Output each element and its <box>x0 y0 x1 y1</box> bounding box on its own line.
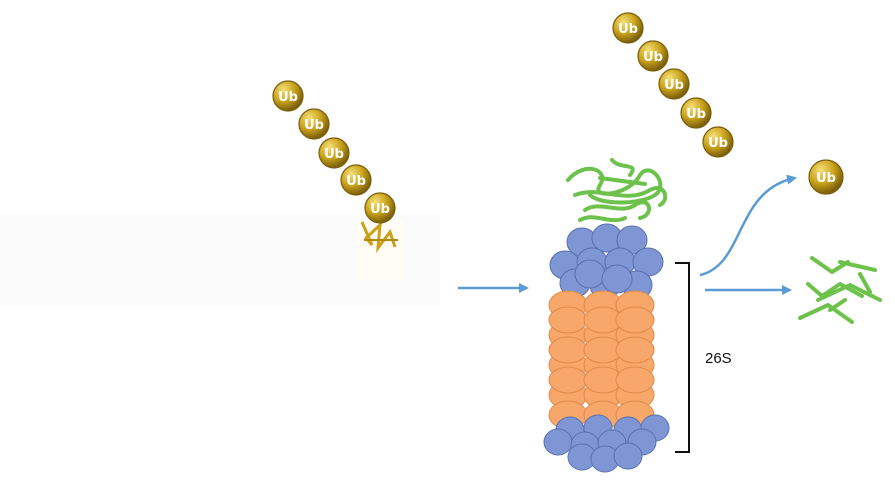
core-particle <box>548 290 655 430</box>
unfolding-substrate <box>566 158 668 223</box>
ubiquitin: Ub <box>808 159 844 195</box>
free-ubiquitin: Ub <box>808 159 844 195</box>
ubiquitin-sphere <box>340 164 372 196</box>
regulatory-subunit <box>613 442 643 470</box>
ubiquitin-label: Ub <box>346 174 366 189</box>
ubiquitin: Ub <box>612 12 644 44</box>
ubiquitin-sphere <box>612 12 644 44</box>
ubiquitin: Ub <box>272 80 304 112</box>
substrate-fade-region <box>0 215 440 305</box>
core-subunit <box>548 336 588 364</box>
core-subunit <box>548 366 588 394</box>
peptide-fragments <box>798 256 882 324</box>
ubiquitin-sphere <box>637 40 669 72</box>
proteasome-bracket <box>675 262 690 453</box>
regulatory-subunit <box>601 264 633 294</box>
core-subunit <box>615 306 655 334</box>
ubiquitin-label: Ub <box>816 171 836 186</box>
ubiquitin: Ub <box>298 108 330 140</box>
ubiquitin-sphere <box>272 80 304 112</box>
ubiquitin-label: Ub <box>370 202 390 217</box>
ubiquitin: Ub <box>318 137 350 169</box>
ubiquitin: Ub <box>364 192 396 224</box>
ubiquitin: Ub <box>680 97 712 129</box>
ubiquitin: Ub <box>658 68 690 100</box>
core-subunit <box>548 306 588 334</box>
regulatory-particle-top <box>549 223 664 300</box>
ubiquitin-label: Ub <box>278 90 298 105</box>
ubiquitin: Ub <box>637 40 669 72</box>
ubiquitin-label: Ub <box>618 22 638 37</box>
regulatory-subunit <box>574 259 606 289</box>
ubiquitin: Ub <box>340 164 372 196</box>
ubiquitin-label: Ub <box>304 118 324 133</box>
ubiquitin-sphere <box>658 68 690 100</box>
ubiquitin-sphere <box>808 159 844 195</box>
ubiquitin-label: Ub <box>643 50 663 65</box>
ubiquitin-label: Ub <box>324 147 344 162</box>
ubiquitin: Ub <box>702 126 734 158</box>
proteasome-label: 26S <box>705 350 732 367</box>
core-subunit <box>615 336 655 364</box>
ubiquitin-sphere <box>702 126 734 158</box>
regulatory-subunit <box>543 428 573 456</box>
ubiquitin-label: Ub <box>664 78 684 93</box>
ubiquitin-sphere <box>318 137 350 169</box>
arrow-release-ubiquitin <box>699 174 797 277</box>
core-subunit <box>615 366 655 394</box>
ubiquitin-sphere <box>364 192 396 224</box>
ubiquitin-sphere <box>298 108 330 140</box>
ubiquitin-label: Ub <box>686 107 706 122</box>
ubiquitin-label: Ub <box>708 136 728 151</box>
ubiquitin-sphere <box>680 97 712 129</box>
regulatory-particle-bottom <box>543 414 670 473</box>
